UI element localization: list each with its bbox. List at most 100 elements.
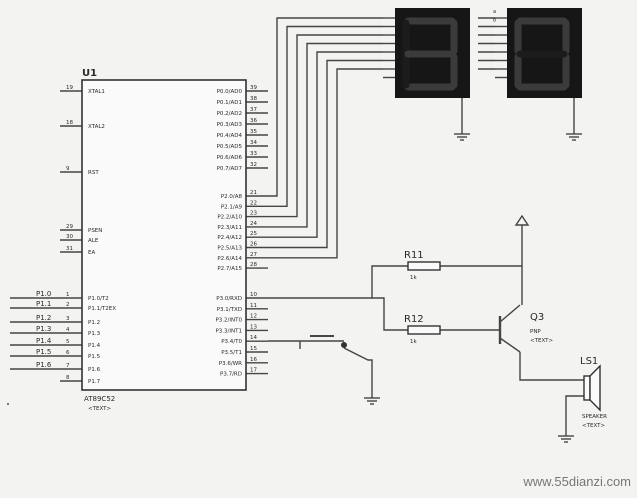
display-pin-letter: a: [493, 9, 496, 15]
p2-pin-name: P2.4/A12: [217, 235, 242, 241]
p2-pin-number: 24: [250, 221, 257, 227]
p2-pin-number: 22: [250, 200, 257, 206]
port1-net-label: P1.0: [36, 290, 51, 298]
q3-emitter-lead: [499, 304, 521, 323]
q3-text-placeholder: <TEXT>: [530, 338, 553, 344]
p2-pin-name: P2.6/A14: [217, 256, 242, 262]
mcu-body: [81, 79, 247, 391]
p2-pin-name: P2.7/A15: [217, 266, 242, 272]
p2-pin-name: P2.0/A8: [221, 194, 243, 200]
p3-pin-number: 13: [250, 324, 257, 330]
watermark-text: www.55dianzi.com: [523, 474, 631, 489]
p0-pin-number: 39: [250, 85, 257, 91]
p0-pin-name: P0.3/AD3: [217, 122, 243, 128]
mcu-left-pin-name: P1.4: [88, 343, 101, 349]
p2-pin-name: P2.2/A10: [217, 215, 242, 221]
p3-pin-number: 17: [250, 368, 257, 374]
mcu-ref-label: U1: [82, 68, 97, 79]
mcu-left-pin-number: 6: [66, 350, 70, 356]
p3-pin-name: P3.7/RD: [220, 372, 242, 378]
speaker-ground-wire: [565, 395, 584, 430]
speaker-icon: [583, 375, 591, 401]
p3-pin-number: 15: [250, 346, 257, 352]
mcu-left-pin-name: P1.5: [88, 354, 101, 360]
r12-body: [407, 325, 441, 335]
p0-pin-name: P0.7/AD7: [217, 166, 243, 172]
p2-pin-number: 27: [250, 252, 257, 258]
p3-pin-name: P3.6/WR: [219, 361, 242, 367]
mcu-left-pin-number: 18: [66, 120, 73, 126]
mcu-left-pin-number: 9: [66, 166, 70, 172]
mcu-left-pin-number: 3: [66, 316, 70, 322]
p0-pin-name: P0.2/AD2: [217, 111, 242, 117]
r11-value-label: 1k: [410, 275, 417, 281]
mcu-left-pin-number: 8: [66, 375, 70, 381]
p0-pin-number: 33: [250, 151, 257, 157]
p0-pin-number: 32: [250, 162, 257, 168]
p2-to-display-wire: [268, 68, 383, 259]
p3-pin-name: P3.0/RXD: [216, 296, 242, 302]
p2-to-display-wire: [268, 34, 383, 218]
mcu-left-pin-number: 1: [66, 292, 70, 298]
p2-pin-number: 26: [250, 242, 257, 248]
mcu-left-pin-name: EA: [88, 250, 95, 256]
port1-net-label: P1.6: [36, 361, 52, 369]
p3-pin-number: 12: [250, 314, 257, 320]
mcu-left-pin-name: P1.6: [88, 367, 101, 373]
p2-to-display-wire: [268, 51, 383, 238]
mcu-left-pin-name: XTAL2: [88, 124, 105, 130]
speaker-text-placeholder: <TEXT>: [582, 423, 605, 429]
p31-to-r12-wire: [372, 297, 408, 331]
p3-pin-name: P3.4/T0: [221, 339, 242, 345]
r11-ref-label: R11: [404, 250, 424, 261]
mcu-left-pin-name: P1.2: [88, 320, 100, 326]
p2-pin-number: 28: [250, 262, 257, 268]
p2-pin-name: P2.5/A13: [217, 246, 242, 252]
stray-dot: [7, 403, 9, 405]
p2-to-display-wire: [268, 25, 383, 208]
speaker-ref-label: LS1: [580, 356, 598, 367]
mcu-left-pin-number: 5: [66, 339, 70, 345]
r12-value-label: 1k: [410, 339, 417, 345]
p0-pin-name: P0.0/AD0: [217, 89, 243, 95]
mcu-left-pin-number: 29: [66, 224, 73, 230]
p3-pin-number: 14: [250, 335, 257, 341]
mcu-left-pin-number: 7: [66, 363, 70, 369]
mcu-left-pin-name: P1.3: [88, 331, 101, 337]
p3-pin-name: P3.2/INT0: [215, 318, 242, 324]
q3-collector-lead: [499, 337, 521, 353]
mcu-left-pin-number: 19: [66, 85, 73, 91]
port1-net-label: P1.2: [36, 314, 51, 322]
p2-pin-name: P2.1/A9: [221, 204, 243, 210]
mcu-left-pin-name: RST: [88, 170, 99, 176]
r11-body: [407, 261, 441, 271]
p3-pin-name: P3.1/TXD: [217, 307, 242, 313]
p0-pin-number: 36: [250, 118, 257, 124]
p30-to-r11-wire: [268, 265, 408, 299]
p2-to-display-wire: [268, 59, 383, 249]
mcu-left-pin-name: P1.0/T2: [88, 296, 109, 302]
vcc-arrow-icon: [514, 214, 530, 226]
q3-to-speaker-wire: [519, 352, 584, 381]
mcu-left-pin-name: ALE: [88, 238, 99, 244]
p0-pin-number: 35: [250, 129, 257, 135]
p2-pin-number: 23: [250, 211, 257, 217]
p3-pin-name: P3.3/INT1: [215, 328, 242, 334]
speaker-type-label: SPEAKER: [582, 414, 607, 420]
p3-pin-name: P3.5/T1: [221, 350, 242, 356]
p0-pin-number: 34: [250, 140, 257, 146]
mcu-left-pin-name: P1.1/T2EX: [88, 306, 116, 312]
p0-pin-name: P0.5/AD5: [217, 144, 243, 150]
p3-pin-number: 16: [250, 357, 257, 363]
p0-pin-name: P0.1/AD1: [217, 100, 242, 106]
p2-to-display-wire: [268, 42, 383, 228]
mcu-left-pin-name: P1.7: [88, 379, 101, 385]
port1-net-label: P1.3: [36, 325, 51, 333]
mcu-part-label: AT89C52: [84, 395, 115, 403]
speaker-cone-icon: [589, 364, 601, 412]
p2-pin-number: 25: [250, 231, 257, 237]
p2-pin-number: 21: [250, 190, 257, 196]
mcu-left-pin-number: 31: [66, 246, 73, 252]
port1-net-label: P1.1: [36, 300, 51, 308]
